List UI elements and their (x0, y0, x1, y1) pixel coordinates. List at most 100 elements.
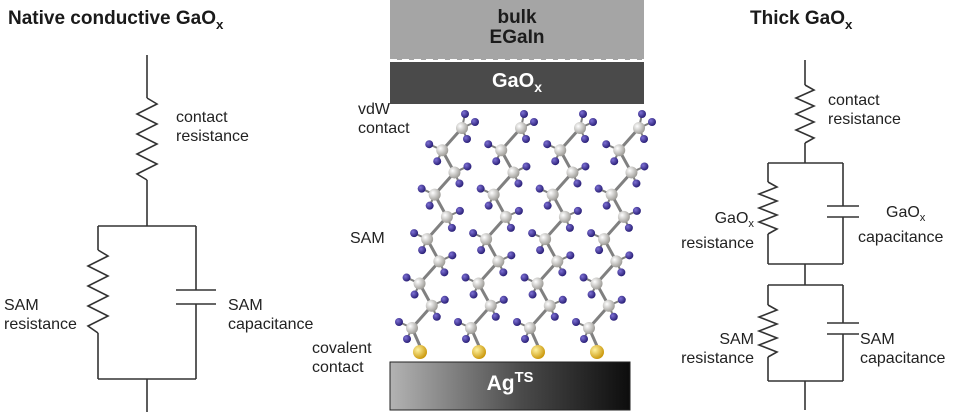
hydrogen-atom (602, 140, 611, 149)
carbon-atom (531, 277, 544, 290)
hydrogen-atom (484, 140, 493, 149)
hydrogen-atom (463, 135, 471, 143)
carbon-atom (440, 210, 453, 223)
right-circuit-title: Thick GaOx (750, 8, 853, 32)
sulfur-atom (590, 345, 604, 359)
carbon-atom (433, 255, 446, 268)
hydrogen-atom (440, 295, 449, 304)
sulfur-atom (413, 345, 427, 359)
ag-substrate-block (389, 361, 631, 411)
carbon-atom (602, 299, 615, 312)
hydrogen-atom (587, 229, 596, 238)
hydrogen-atom (565, 223, 574, 232)
hydrogen-atom (455, 206, 464, 215)
hydrogen-atom (573, 206, 582, 215)
hydrogen-atom (581, 135, 589, 143)
gaox-layer-block (390, 62, 644, 104)
hydrogen-atom (469, 290, 478, 299)
hydrogen-atom (638, 110, 646, 118)
hydrogen-atom (551, 157, 560, 166)
hydrogen-atom (425, 201, 434, 210)
right-gaox-resistor-symbol (756, 181, 780, 235)
carbon-atom (551, 255, 564, 268)
hydrogen-atom (461, 273, 470, 282)
carbon-atom (546, 188, 559, 201)
left-sam-resistor-symbol (86, 249, 110, 334)
hydrogen-atom (528, 290, 537, 299)
hydrogen-atom (528, 229, 537, 238)
sulfur-atom (531, 345, 545, 359)
hydrogen-atom (640, 135, 648, 143)
hydrogen-atom (440, 268, 449, 277)
carbon-atom (625, 166, 638, 179)
right-circuit (756, 60, 859, 410)
hydrogen-atom (448, 251, 457, 260)
carbon-atom (610, 255, 623, 268)
carbon-atom (617, 210, 630, 223)
hydrogen-atom (595, 246, 604, 255)
carbon-atom (507, 166, 520, 179)
sam-label: SAM (350, 230, 385, 247)
vdw-contact-label: vdW contact (358, 101, 410, 137)
hydrogen-atom (587, 290, 596, 299)
bulk-egain-label: bulk EGaIn (489, 7, 545, 48)
hydrogen-atom (410, 290, 419, 299)
hydrogen-atom (507, 251, 516, 260)
hydrogen-atom (499, 268, 508, 277)
hydrogen-atom (648, 118, 656, 126)
hydrogen-atom (514, 206, 523, 215)
hydrogen-atom (477, 246, 486, 255)
hydrogen-atom (462, 335, 470, 343)
sulfur-atom (472, 345, 486, 359)
carbon-atom (428, 188, 441, 201)
carbon-atom (590, 277, 603, 290)
hydrogen-atom (425, 140, 434, 149)
carbon-atom (499, 210, 512, 223)
hydrogen-atom (536, 246, 545, 255)
covalent-contact-label: covalent contact (312, 340, 372, 376)
carbon-atom (425, 299, 438, 312)
hydrogen-atom (417, 184, 426, 193)
hydrogen-atom (543, 201, 552, 210)
hydrogen-atom (432, 312, 441, 321)
hydrogen-atom (522, 135, 530, 143)
carbon-atom (515, 122, 527, 134)
carbon-atom (598, 233, 611, 246)
hydrogen-atom (609, 312, 618, 321)
gaox-layer-label: GaOx (491, 70, 543, 95)
hydrogen-atom (418, 246, 427, 255)
carbon-atom (543, 299, 556, 312)
hydrogen-atom (624, 223, 633, 232)
carbon-atom (472, 277, 485, 290)
right-contact-resistor-symbol (794, 84, 816, 144)
carbon-atom (484, 299, 497, 312)
hydrogen-atom (395, 318, 403, 326)
ag-substrate-label: AgTS (486, 370, 534, 395)
carbon-atom (583, 322, 595, 334)
carbon-atom (554, 144, 567, 157)
hydrogen-atom (610, 157, 619, 166)
hydrogen-atom (402, 273, 411, 282)
hydrogen-atom (617, 268, 626, 277)
hydrogen-atom (535, 184, 544, 193)
hydrogen-atom (572, 318, 580, 326)
hydrogen-atom (521, 335, 529, 343)
hydrogen-atom (579, 273, 588, 282)
carbon-atom (465, 322, 477, 334)
hydrogen-atom (573, 179, 582, 188)
sam-molecules (395, 110, 656, 359)
hydrogen-atom (522, 162, 531, 171)
hydrogen-atom (640, 162, 649, 171)
hydrogen-atom (625, 251, 634, 260)
hydrogen-atom (589, 118, 597, 126)
hydrogen-atom (558, 268, 567, 277)
carbon-atom (456, 122, 468, 134)
hydrogen-atom (447, 223, 456, 232)
hydrogen-atom (558, 295, 567, 304)
hydrogen-atom (594, 184, 603, 193)
hydrogen-atom (506, 223, 515, 232)
right-sam-resistance-label: SAM resistance (681, 331, 754, 367)
hydrogen-atom (514, 179, 523, 188)
left-contact-resistor-symbol (135, 97, 159, 181)
